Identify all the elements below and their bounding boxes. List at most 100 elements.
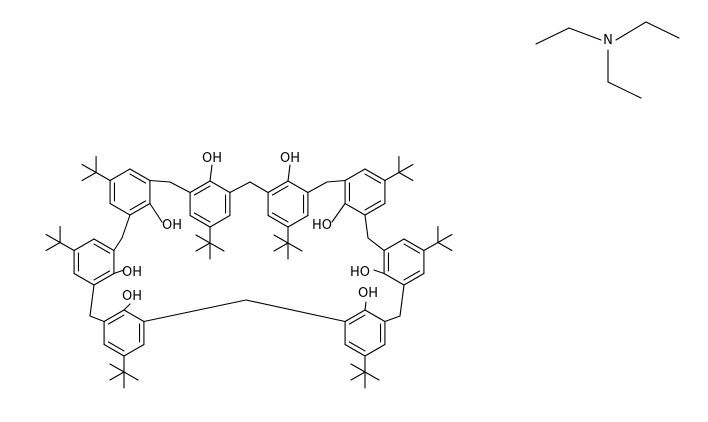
- aryl-ring-6: [364, 309, 386, 323]
- ethyl-group-down: [607, 81, 642, 99]
- ethyl-group-left: [568, 27, 602, 41]
- tert-butyl-5: [437, 233, 453, 244]
- aryl-ring-4: [364, 202, 386, 216]
- hydroxyl-bond-1: [149, 202, 163, 223]
- aryl-ring-6: [364, 343, 386, 357]
- aryl-ring-1: [129, 202, 151, 216]
- tert-butyl-3: [287, 242, 303, 252]
- aryl-ring-2: [209, 214, 231, 228]
- bond-lines: [45, 21, 680, 389]
- methylene-bridge-5-6: [384, 315, 401, 323]
- hydroxyl-label-ring2: OH: [202, 151, 222, 166]
- tert-butyl-6: [350, 371, 366, 381]
- hydroxyl-bond-8: [113, 269, 125, 275]
- methylene-bridge-7-8: [89, 284, 95, 317]
- tert-butyl-8: [45, 241, 61, 252]
- hydroxyl-bond-2: [209, 164, 213, 182]
- aryl-ring-3: [287, 214, 309, 228]
- aryl-ring-4: [364, 200, 382, 211]
- hydroxyl-label-ring6: OH: [358, 286, 378, 301]
- aryl-ring-7: [103, 343, 125, 357]
- aryl-ring-8: [93, 272, 115, 286]
- tert-butyl-5: [437, 241, 453, 252]
- methylene-bridge-4-5: [367, 237, 385, 252]
- methylene-bridge-7-8: [89, 315, 105, 323]
- aryl-ring-8: [93, 270, 111, 281]
- aryl-ring-8: [73, 272, 95, 286]
- methylene-bridge-8-1: [121, 214, 131, 239]
- tert-butyl-2: [209, 242, 225, 252]
- methylene-bridge-5-6: [399, 284, 405, 317]
- hydroxyl-bond-5: [373, 269, 385, 275]
- aryl-ring-2: [209, 180, 231, 194]
- tert-butyl-2: [195, 234, 211, 244]
- ethyl-group-right: [645, 21, 680, 39]
- aryl-ring-1: [129, 173, 147, 184]
- methylene-bridge-3-4: [326, 179, 346, 183]
- aryl-ring-4: [364, 173, 382, 184]
- aryl-ring-1: [109, 168, 131, 182]
- aryl-ring-1: [129, 168, 151, 182]
- tert-butyl-1: [81, 171, 97, 182]
- aryl-ring-2: [193, 212, 211, 223]
- tert-butyl-7: [109, 363, 125, 373]
- aryl-ring-1: [129, 200, 147, 211]
- hydroxyl-bond-6: [364, 301, 367, 311]
- aryl-ring-5: [403, 243, 421, 254]
- aryl-ring-8: [93, 243, 111, 254]
- tert-butyl-6: [350, 363, 366, 373]
- methylene-bridge-1-2: [169, 181, 191, 194]
- tert-butyl-6: [364, 371, 380, 381]
- aryl-ring-7: [123, 309, 145, 323]
- tert-butyl-1: [95, 171, 111, 182]
- aryl-ring-3: [287, 180, 309, 194]
- aryl-ring-3: [271, 185, 289, 196]
- hydroxyl-bond-4: [331, 202, 346, 223]
- aryl-ring-7: [103, 309, 125, 323]
- aryl-ring-5: [403, 272, 425, 286]
- tert-butyl-2: [195, 242, 211, 252]
- nitrogen-label: N: [603, 33, 613, 48]
- aryl-ring-7: [107, 341, 125, 352]
- aryl-ring-7: [107, 314, 125, 325]
- aryl-ring-3: [267, 214, 289, 228]
- aryl-ring-6: [348, 341, 366, 352]
- aryl-ring-8: [73, 238, 95, 252]
- aryl-ring-8: [93, 238, 115, 252]
- tert-butyl-4: [398, 163, 414, 174]
- aryl-ring-5: [383, 238, 405, 252]
- tert-butyl-3: [273, 234, 289, 244]
- hydroxyl-label-ring4: HO: [312, 218, 332, 233]
- tert-butyl-5: [423, 241, 439, 252]
- hydroxyl-label-ring3: OH: [280, 151, 300, 166]
- tert-butyl-1: [81, 163, 97, 174]
- ethyl-group-left: [535, 27, 570, 45]
- methylene-bridge-3-4: [307, 181, 328, 194]
- hydroxyl-label-ring8: OH: [122, 265, 142, 280]
- aryl-ring-1: [109, 202, 131, 216]
- tert-butyl-8: [45, 233, 61, 244]
- aryl-ring-6: [344, 309, 366, 323]
- aryl-ring-2: [189, 214, 211, 228]
- tert-butyl-7: [123, 371, 139, 381]
- methylene-bridge-6-7: [143, 299, 247, 323]
- aryl-ring-4: [344, 202, 366, 216]
- hydroxyl-label-ring5: HO: [350, 265, 370, 280]
- methylene-bridge-6-7: [245, 299, 346, 323]
- aryl-ring-5: [383, 272, 405, 286]
- tert-butyl-4: [398, 171, 414, 182]
- hydroxyl-label-ring1: OH: [162, 218, 182, 233]
- methylene-bridge-2-3: [229, 181, 251, 194]
- tert-butyl-7: [109, 371, 125, 381]
- aryl-ring-2: [189, 180, 211, 194]
- aryl-ring-4: [344, 168, 366, 182]
- aryl-ring-7: [123, 343, 145, 357]
- aryl-ring-6: [344, 343, 366, 357]
- tert-butyl-4: [384, 171, 400, 182]
- aryl-ring-4: [364, 168, 386, 182]
- hydroxyl-label-ring7: OH: [122, 289, 142, 304]
- ethyl-group-right: [615, 21, 647, 41]
- aryl-ring-5: [403, 238, 425, 252]
- methylene-bridge-2-3: [249, 181, 269, 194]
